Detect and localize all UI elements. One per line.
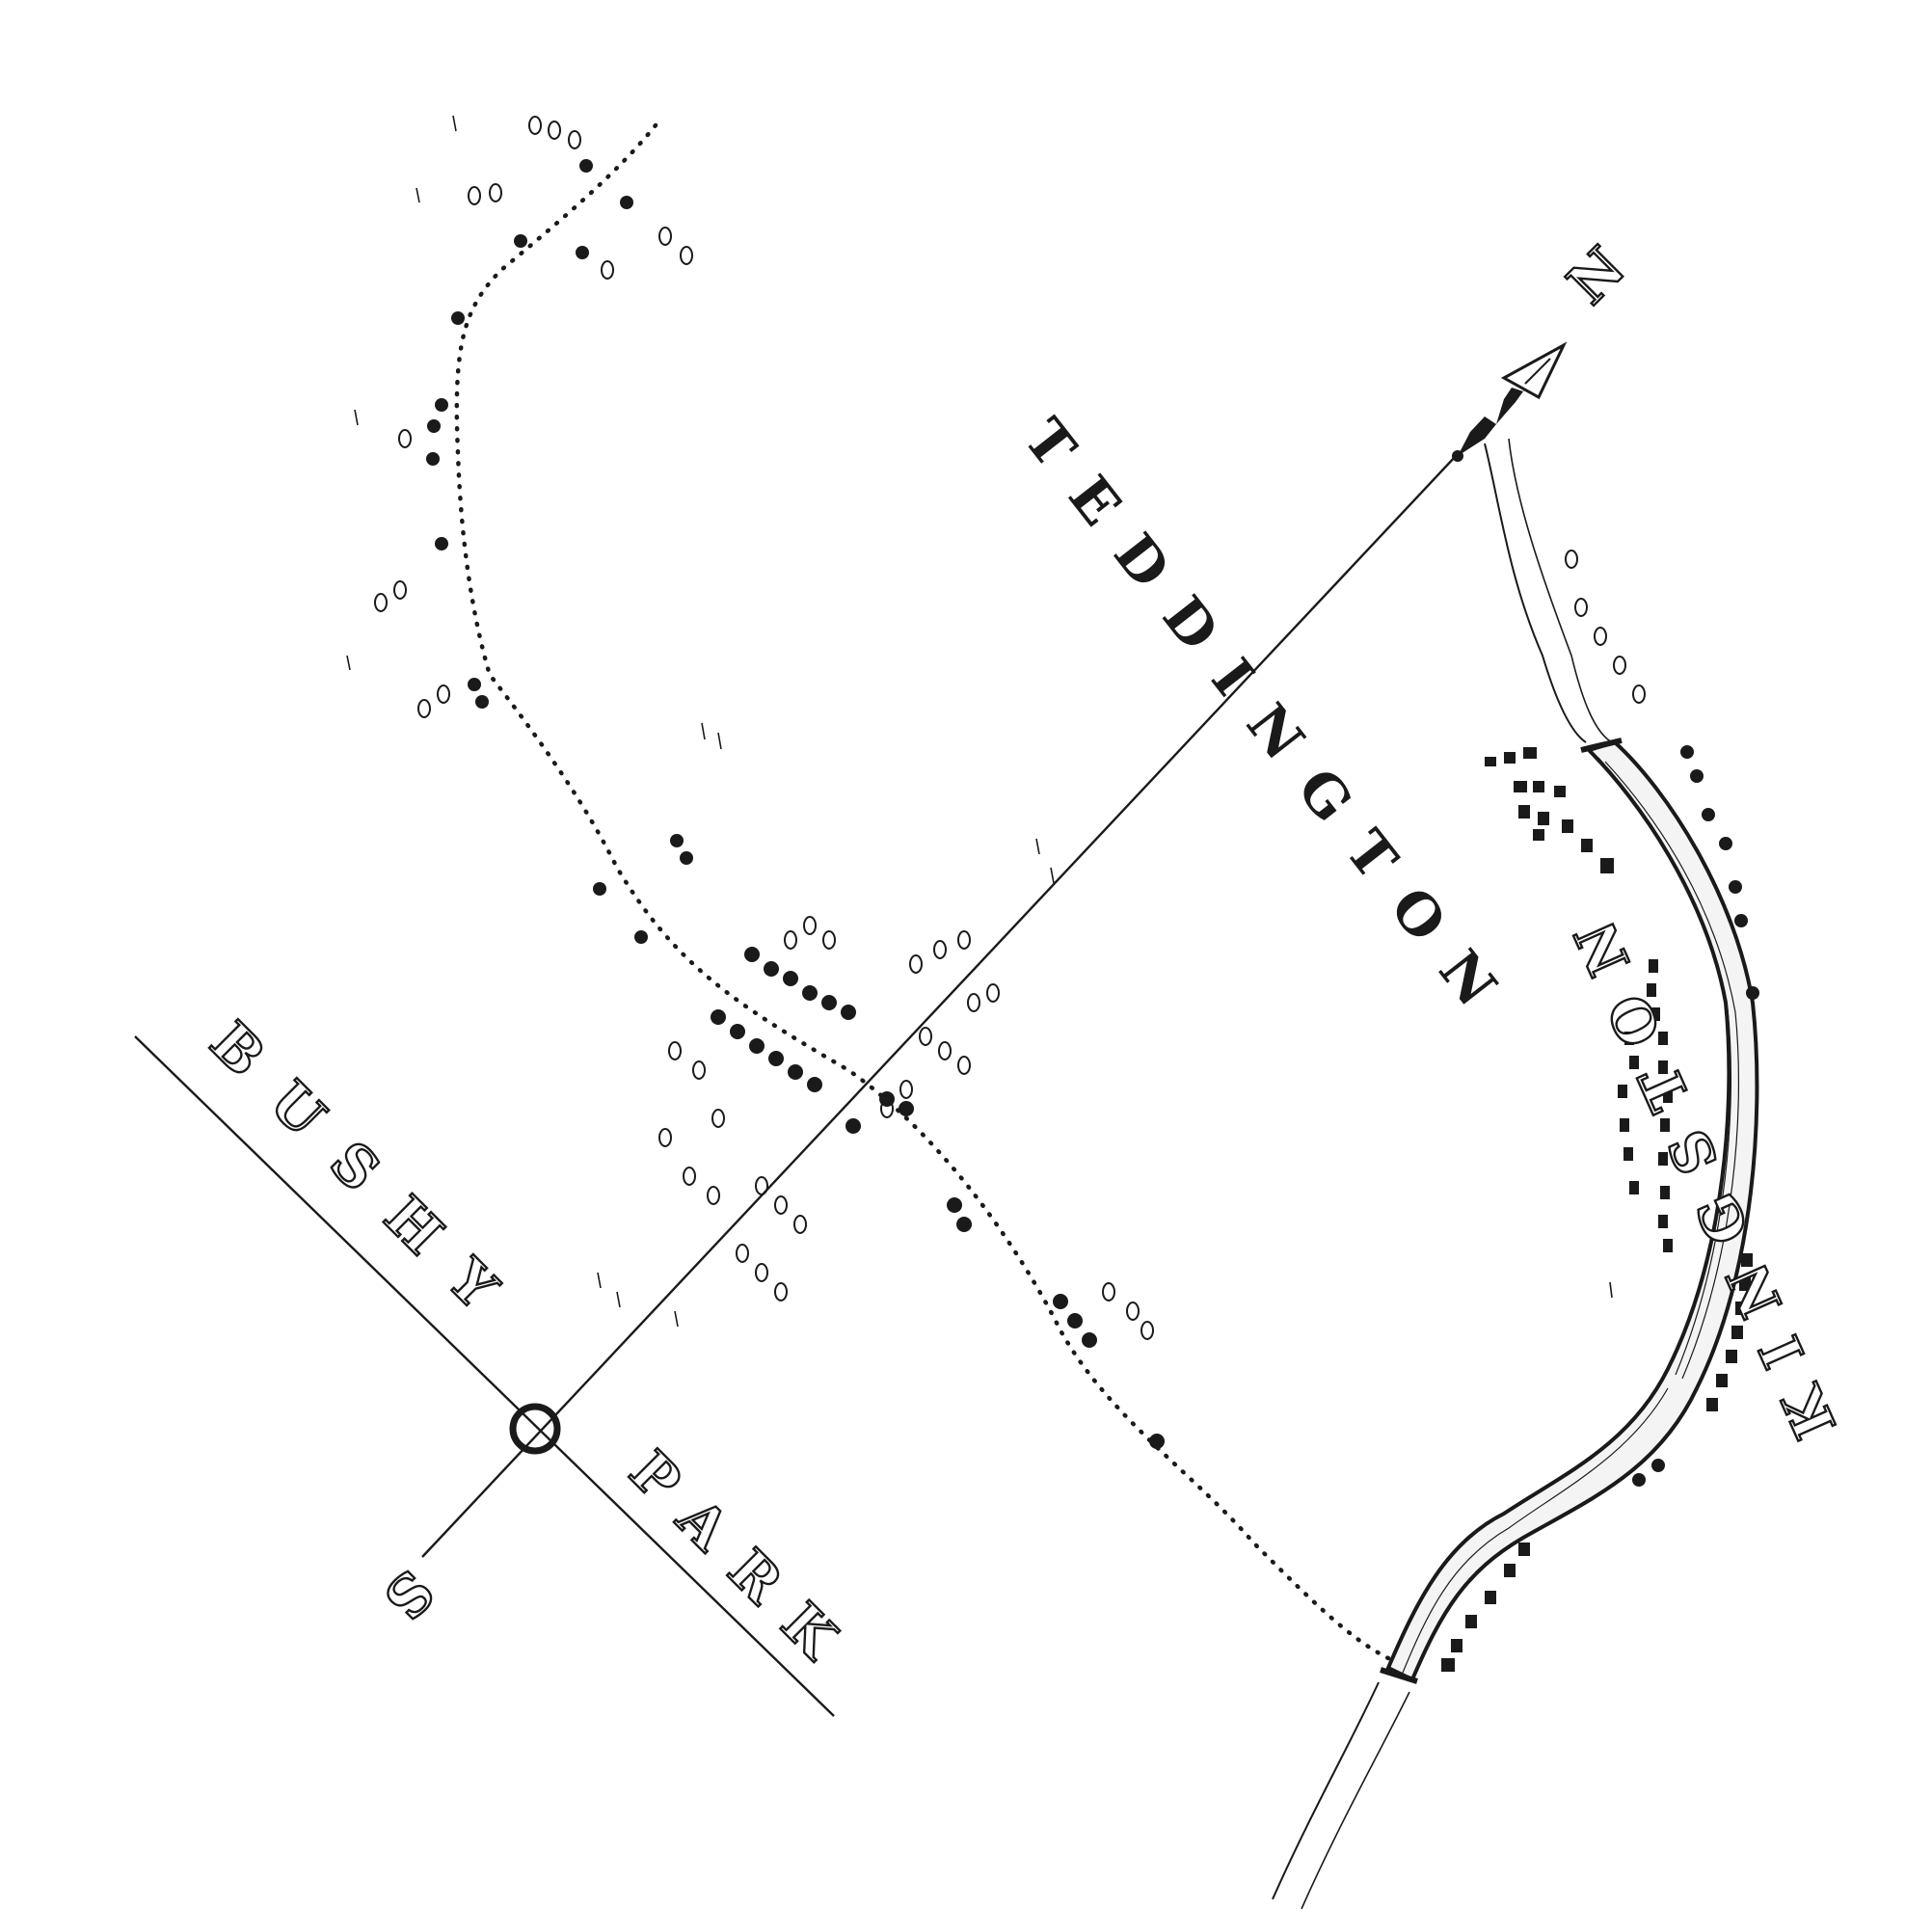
tree-icon: [426, 159, 1759, 1487]
south-label: S: [371, 1557, 446, 1632]
main-axis-line: [421, 455, 1457, 1558]
north-label: N: [1555, 234, 1638, 317]
river: [1272, 438, 1759, 1910]
park-label-word-2: PARK: [617, 1438, 870, 1691]
hatching: [346, 115, 1613, 1328]
center-circle-icon: [509, 1403, 561, 1455]
park-boundary-line: [134, 1035, 835, 1717]
north-arrow-icon: [1452, 341, 1568, 462]
teddington-label: TEDDINGTON: [1011, 407, 1528, 1043]
park-label-word-1: BUSHY: [198, 1009, 536, 1348]
tree-outline-cluster: [374, 116, 1646, 1340]
building-icon: [1441, 747, 1753, 1672]
dotted-path: [454, 122, 1391, 1661]
